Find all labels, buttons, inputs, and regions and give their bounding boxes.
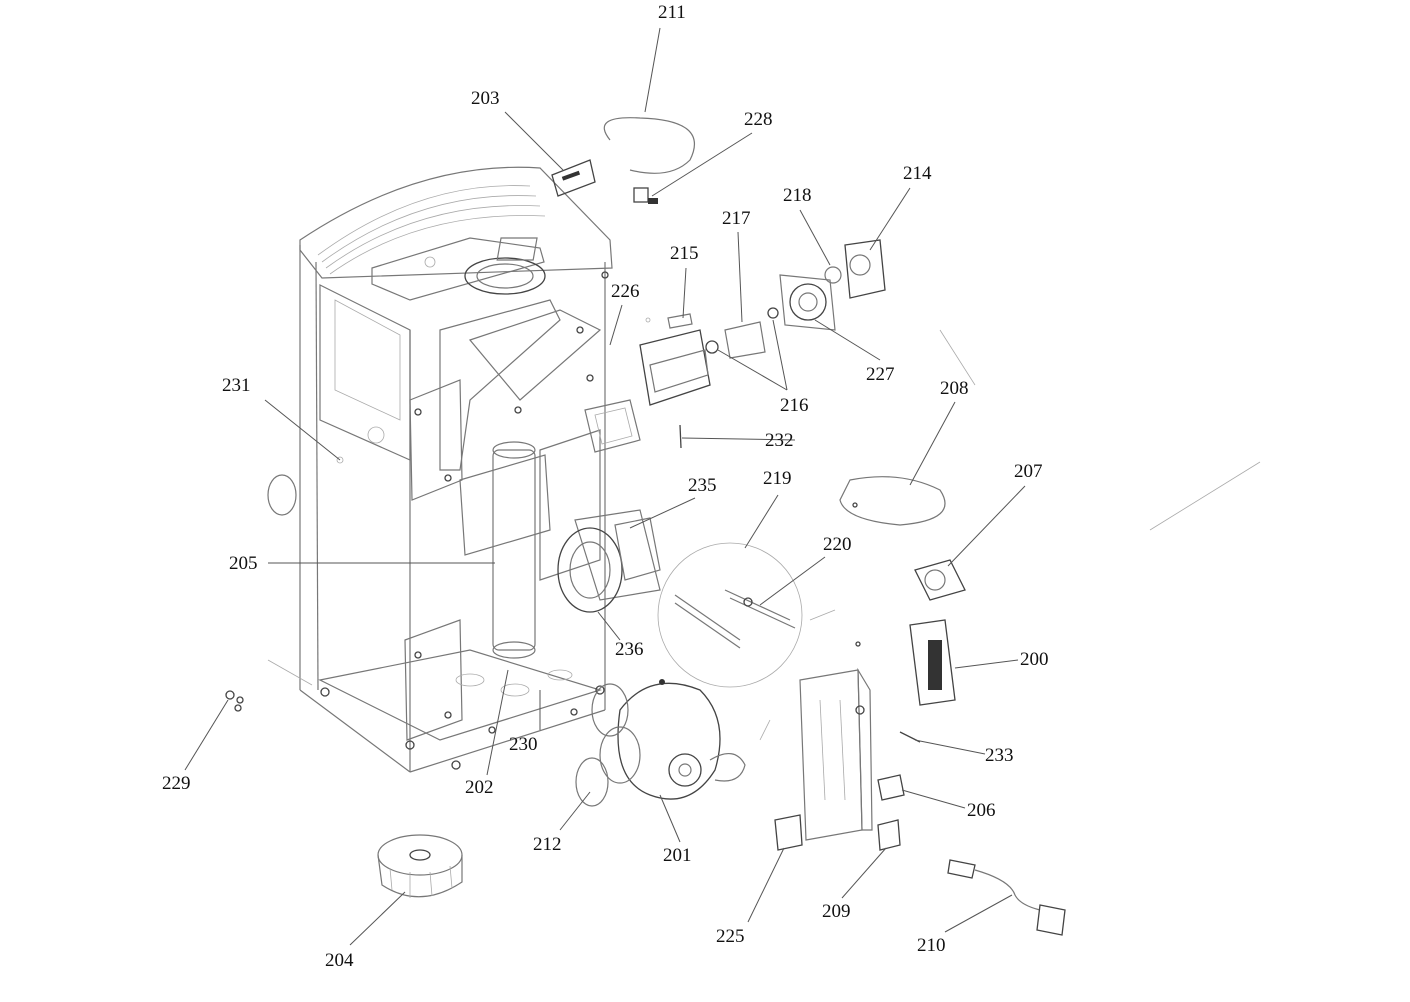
label-204: 204	[325, 950, 354, 971]
part-235-fan	[557, 509, 661, 613]
label-225: 225	[716, 926, 745, 947]
label-214: 214	[903, 163, 932, 184]
label-231: 231	[222, 375, 251, 396]
label-229: 229	[162, 773, 191, 794]
label-217: 217	[722, 208, 751, 229]
part-204-fan-wheel	[377, 834, 463, 898]
part-212-gasket	[575, 757, 609, 807]
part-232-pin	[679, 424, 682, 449]
label-226: 226	[611, 281, 640, 302]
label-219: 219	[763, 468, 792, 489]
part-201-exhaust-fan	[599, 679, 746, 800]
label-220: 220	[823, 534, 852, 555]
label-209: 209	[822, 901, 851, 922]
label-201: 201	[663, 845, 692, 866]
part-209-switch	[877, 819, 901, 851]
stove-body	[299, 166, 641, 773]
label-205: 205	[229, 553, 258, 574]
part-207-pressure-switch	[914, 559, 966, 601]
label-227: 227	[866, 364, 895, 385]
label-206: 206	[967, 800, 996, 821]
part-215-auger-assembly	[639, 313, 711, 406]
part-211-cable	[603, 117, 695, 174]
part-208-cable	[839, 476, 946, 526]
part-227-flange	[779, 274, 836, 331]
label-235: 235	[688, 475, 717, 496]
part-216-washer	[767, 307, 779, 319]
part-206-switch	[877, 774, 905, 801]
part-203-plate	[551, 159, 596, 197]
label-215: 215	[670, 243, 699, 264]
part-219-igniter-detail	[657, 542, 803, 688]
leader-lines	[184, 27, 1026, 946]
label-230: 230	[509, 734, 538, 755]
part-200-control-board	[909, 619, 956, 706]
side-cover	[267, 474, 297, 516]
label-228: 228	[744, 109, 773, 130]
label-207: 207	[1014, 461, 1043, 482]
part-230-gasket	[591, 683, 629, 737]
label-200: 200	[1020, 649, 1049, 670]
part-210-power-cord	[947, 859, 1066, 936]
part-217-bracket	[724, 321, 766, 359]
part-bracket-plate	[799, 667, 873, 841]
label-236: 236	[615, 639, 644, 660]
label-203: 203	[471, 88, 500, 109]
part-216-washer-2	[705, 340, 719, 354]
label-233: 233	[985, 745, 1014, 766]
part-214-gearmotor	[824, 239, 886, 299]
part-229-fitting	[225, 690, 244, 712]
label-212: 212	[533, 834, 562, 855]
label-210: 210	[917, 935, 946, 956]
part-228-sensor	[633, 187, 658, 204]
part-225-switch	[774, 814, 803, 851]
label-218: 218	[783, 185, 812, 206]
label-216: 216	[780, 395, 809, 416]
label-208: 208	[940, 378, 969, 399]
label-211: 211	[658, 2, 686, 23]
label-202: 202	[465, 777, 494, 798]
label-232: 232	[765, 430, 794, 451]
